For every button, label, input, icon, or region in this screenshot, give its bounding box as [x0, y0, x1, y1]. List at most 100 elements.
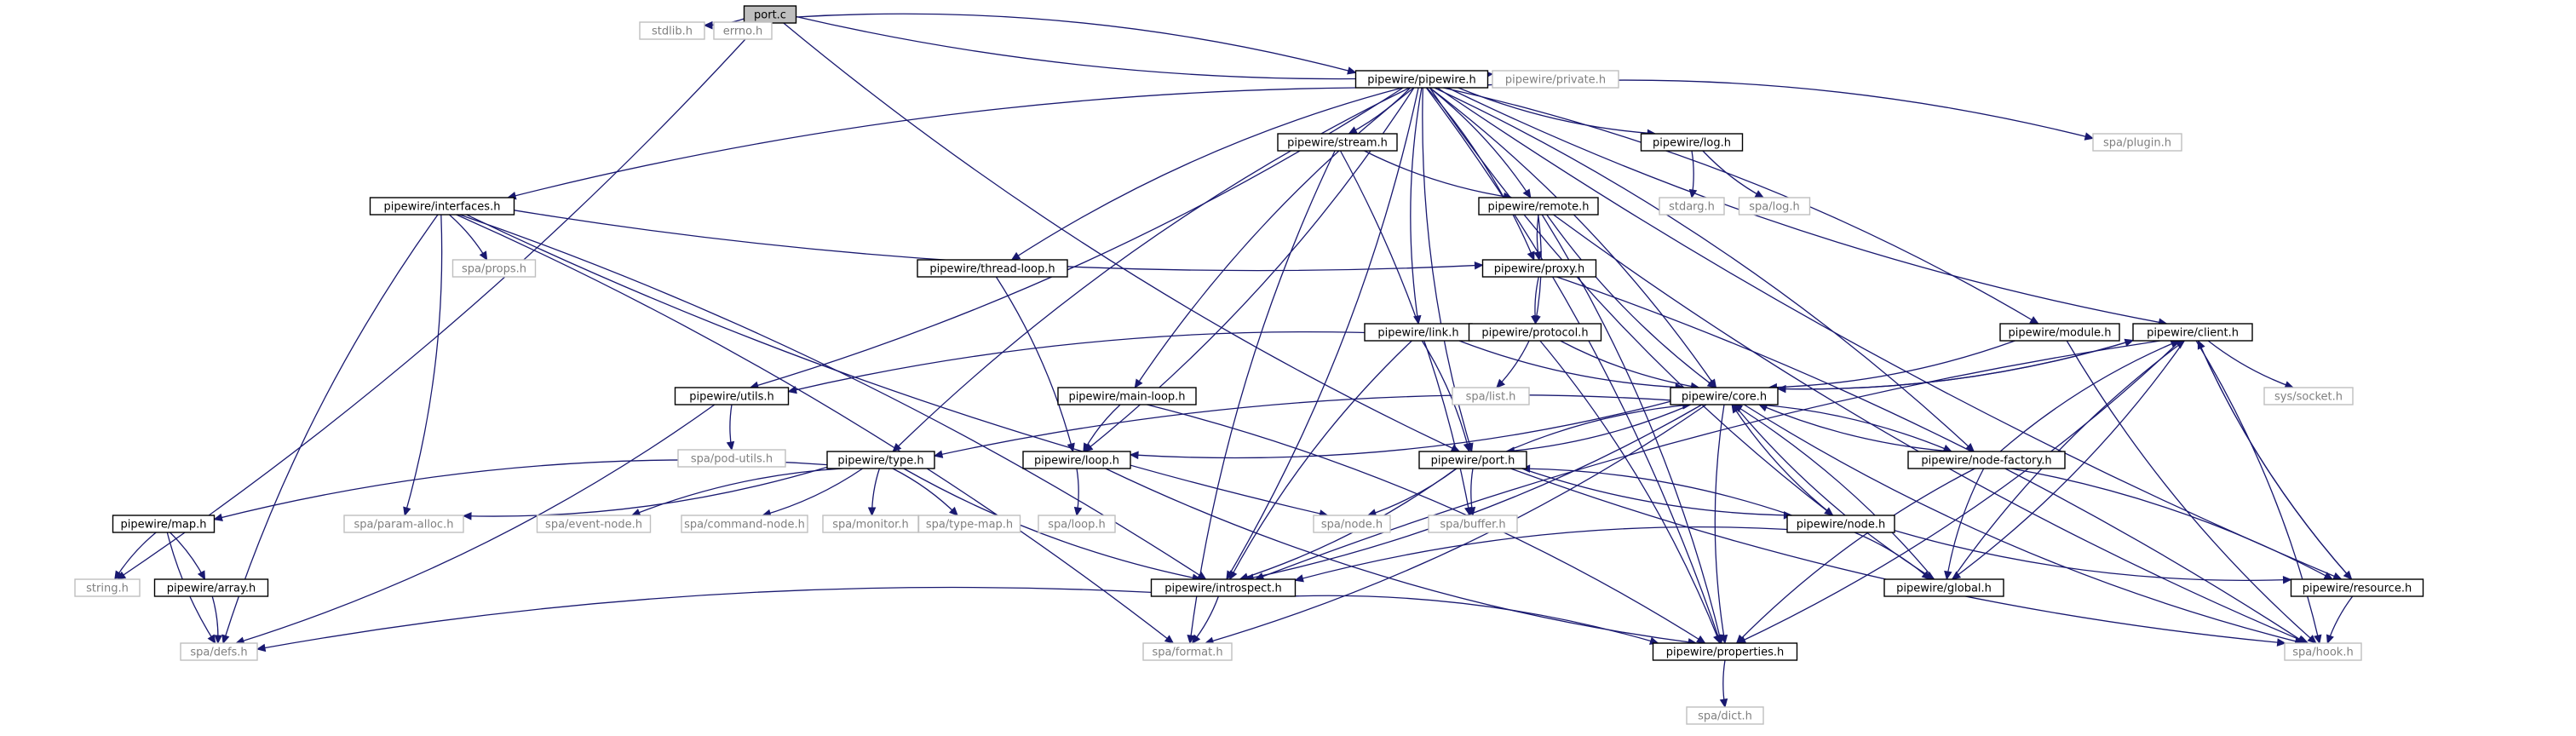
node-box [451, 259, 537, 278]
arrowhead-resource_h-to-client_h [2197, 339, 2205, 350]
node-box [1492, 70, 1619, 89]
arrowhead-nodefactory_h-to-resource_h [2323, 572, 2334, 580]
node-stdlib-h: stdlib.h [639, 21, 705, 40]
edge-pipewire_h-to-nodefactory_h [1434, 87, 1975, 452]
edge-protocol_h-to-core_h [1560, 340, 1699, 388]
node-format-h: spa/format.h [1142, 642, 1233, 661]
node-label: pipewire/private.h [1505, 74, 1606, 87]
node-label: pipewire/map.h [120, 519, 206, 532]
node-port-c[interactable]: port.c [743, 5, 797, 24]
node-protocol-h[interactable]: pipewire/protocol.h [1468, 323, 1602, 342]
node-box [2284, 642, 2362, 661]
node-label: pipewire/node-factory.h [1921, 455, 2051, 468]
edge-port_c-to-private_h [796, 15, 1493, 80]
node-type-h[interactable]: pipewire/type.h [826, 451, 935, 469]
edge-proxy_h-to-hook_h [1556, 276, 2306, 644]
node-introspect-h[interactable]: pipewire/introspect.h [1150, 578, 1297, 597]
node-label: pipewire/remote.h [1488, 201, 1590, 214]
node-global-h[interactable]: pipewire/global.h [1883, 578, 2004, 597]
edge-module_h-to-core_h [1768, 340, 2015, 388]
edge-pipewire_h-to-threadloop_h [1011, 87, 1403, 261]
edge-nodefactory_h-to-resource_h [2010, 468, 2333, 580]
edge-client_h-to-core_h [1777, 339, 2134, 390]
edge-node_h-to-core_h [1731, 404, 1834, 516]
arrowhead-mainloop_h-to-loop_h [1083, 442, 1091, 453]
node-box [639, 21, 705, 40]
edge-type_h-to-typemap_h [892, 468, 958, 516]
node-label: pipewire/port.h [1431, 455, 1515, 468]
node-box [1738, 197, 1811, 216]
arrowhead-interfaces_h-to-introspect_h [1196, 571, 1207, 580]
node-box [1418, 451, 1527, 469]
node-node-h[interactable]: pipewire/node.h [1786, 515, 1895, 533]
edge-map_h-to-string_h [114, 532, 157, 580]
node-box [1786, 515, 1895, 533]
node-remote-h[interactable]: pipewire/remote.h [1478, 197, 1599, 216]
node-label: errno.h [723, 26, 763, 38]
node-label: pipewire/stream.h [1287, 137, 1388, 150]
node-label: spa/pod-utils.h [691, 453, 773, 466]
edge-pipewire_h-to-proxy_h [1426, 87, 1535, 261]
node-box [2290, 578, 2424, 597]
node-box [1022, 451, 1131, 469]
node-resource-h[interactable]: pipewire/resource.h [2290, 578, 2424, 597]
edge-pipewire_h-to-client_h [1447, 87, 2167, 325]
edge-link_h-to-introspect_h [1229, 340, 1412, 580]
edge-interfaces_h-to-spanode_h [466, 214, 1328, 516]
node-label: pipewire/properties.h [1666, 647, 1785, 659]
node-core-h[interactable]: pipewire/core.h [1670, 387, 1779, 405]
edges-layer [114, 13, 2354, 709]
node-nodefactory-h[interactable]: pipewire/node-factory.h [1907, 451, 2066, 469]
node-box [153, 578, 269, 597]
node-box [112, 515, 216, 533]
node-props-h: spa/props.h [451, 259, 537, 278]
node-box [917, 515, 1021, 533]
node-port-h[interactable]: pipewire/port.h [1418, 451, 1527, 469]
edge-core_h-to-hook_h [1744, 404, 2303, 644]
node-link-h[interactable]: pipewire/link.h [1364, 323, 1473, 342]
node-loop-h[interactable]: pipewire/loop.h [1022, 451, 1131, 469]
node-utils-h[interactable]: pipewire/utils.h [674, 387, 790, 405]
arrowhead-core_h-to-type_h [933, 450, 944, 458]
edge-interfaces_h-to-paramalloc_h [404, 214, 443, 516]
arrowhead-type_h-to-monitor_h [867, 507, 877, 517]
edge-interfaces_h-to-introspect_h [459, 214, 1206, 580]
node-mainloop-h[interactable]: pipewire/main-loop.h [1057, 387, 1197, 405]
edge-resource_h-to-client_h [2197, 340, 2353, 580]
node-label: spa/dict.h [1698, 710, 1752, 723]
arrowhead-remote_h-to-proxy_h [1533, 250, 1542, 262]
node-interfaces-h[interactable]: pipewire/interfaces.h [369, 197, 515, 216]
node-properties-h[interactable]: pipewire/properties.h [1652, 642, 1798, 661]
node-map-h[interactable]: pipewire/map.h [112, 515, 216, 533]
arrowhead-interfaces_h-to-proxy_h [1474, 261, 1484, 270]
node-pipewire-h[interactable]: pipewire/pipewire.h [1354, 70, 1489, 89]
edge-node_h-to-introspect_h [1295, 526, 1788, 581]
arrowhead-global_h-to-core_h [1733, 404, 1744, 413]
edge-pipewire_h-to-resource_h [1437, 87, 2342, 580]
arrowhead-type_h-to-eventnode_h [630, 509, 641, 516]
node-proxy-h[interactable]: pipewire/proxy.h [1481, 259, 1597, 278]
arrowhead-utils_h-to-podutils_h [726, 440, 735, 451]
edge-stream_h-to-format_h [1189, 150, 1336, 644]
arrowhead-resource_h-to-hook_h [2326, 634, 2334, 645]
node-label: string.h [86, 583, 129, 595]
node-label: pipewire/core.h [1682, 391, 1767, 404]
node-label: spa/command-node.h [684, 519, 805, 532]
node-label: spa/buffer.h [1440, 519, 1505, 532]
node-array-h[interactable]: pipewire/array.h [153, 578, 269, 597]
edge-type_h-to-map_h [214, 459, 828, 520]
node-box [1652, 642, 1798, 661]
edge-stream_h-to-remote_h [1364, 150, 1512, 198]
arrowhead-node_h-to-introspect_h [1294, 574, 1304, 583]
edge-client_h-to-hook_h [2195, 340, 2320, 644]
node-stream-h[interactable]: pipewire/stream.h [1277, 133, 1398, 152]
arrowhead-port_h-to-buffer_h [1467, 506, 1476, 517]
node-module-h[interactable]: pipewire/module.h [1999, 323, 2120, 342]
node-threadloop-h[interactable]: pipewire/thread-loop.h [917, 259, 1068, 278]
node-log-h[interactable]: pipewire/log.h [1640, 133, 1744, 152]
node-label: pipewire/node.h [1797, 519, 1886, 532]
node-label: pipewire/loop.h [1034, 455, 1119, 468]
arrowhead-nodefactory_h-to-properties_h [1735, 634, 1745, 644]
node-client-h[interactable]: pipewire/client.h [2132, 323, 2253, 342]
node-box [1670, 387, 1779, 405]
